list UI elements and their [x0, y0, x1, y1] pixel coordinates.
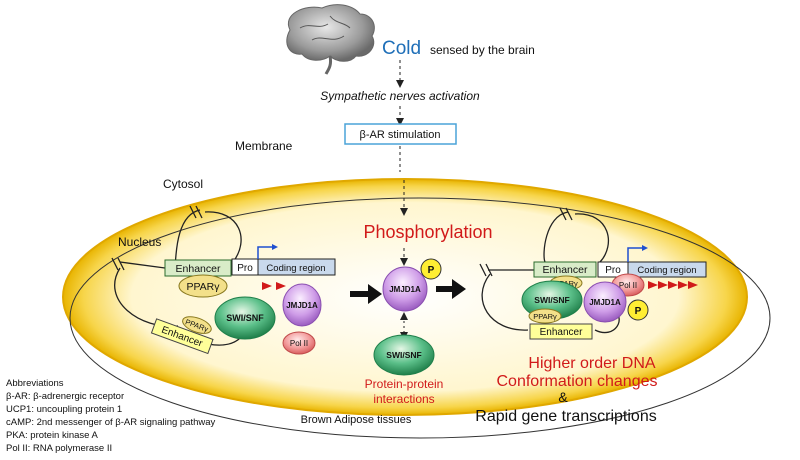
right-tss-arrow [627, 247, 644, 262]
nucleus-label: Nucleus [118, 235, 161, 249]
cold-caption: sensed by the brain [430, 43, 535, 57]
abbreviations-title: Abbreviations [6, 378, 64, 389]
right-jmjd1a-label: JMJD1A [589, 298, 621, 307]
right-enhancer-bottom [529, 323, 593, 340]
left-tss-arrow [257, 246, 274, 259]
outcome-line2: Conformation changes [497, 373, 658, 390]
abbreviation-item: β-AR: β-adrenergic receptor [6, 391, 124, 402]
right-swi-snf-label: SWI/SNF [534, 295, 569, 305]
big-arrow-left [350, 284, 382, 304]
right-coding-box [627, 261, 707, 278]
right-pol2-label: Pol II [619, 281, 637, 290]
sympathetic-label: Sympathetic nerves activation [320, 89, 480, 103]
center-swi-snf-label: SWI/SNF [386, 350, 421, 360]
big-arrow-right [436, 279, 466, 299]
center-jmjd1a-label: JMJD1A [389, 285, 421, 294]
cytosol-label: Cytosol [163, 177, 203, 191]
phosphorylation-label: Phosphorylation [363, 222, 492, 242]
outcome-line1: Higher order DNA [528, 355, 655, 372]
right-phospho-p-label: P [635, 306, 642, 317]
right-enhancer-top-label: Enhancer [543, 264, 588, 276]
cold-word: Cold [382, 38, 421, 59]
right-ppar-lower [528, 308, 562, 324]
left-coding-box [257, 258, 336, 276]
center-phospho-p [420, 258, 442, 280]
left-ppar-big [178, 274, 228, 298]
left-swi-snf [214, 296, 276, 340]
outcome-line3: Rapid gene transcriptions [475, 408, 656, 425]
right-enhancer-bottom-label: Enhancer [540, 327, 583, 338]
tissue-label: Brown Adipose tissues [301, 414, 412, 426]
left-pol2-label: Pol II [290, 339, 308, 348]
ppi-line2: interactions [373, 392, 434, 406]
abbreviation-item: PKA: protein kinase A [6, 430, 99, 441]
abbreviations-block: Abbreviations β-AR: β-adrenergic recepto… [6, 378, 216, 454]
right-pro-label: Pro [605, 265, 621, 276]
abbreviation-item: Pol II: RNA polymerase II [6, 443, 112, 454]
right-ppar-lower-label: PPARγ [533, 312, 557, 321]
brain-icon [286, 4, 375, 75]
right-red-triangles [648, 281, 698, 289]
ppi-line1: Protein-protein [365, 377, 444, 391]
left-ppar-small [182, 316, 212, 334]
bar-stimulation-box [344, 123, 457, 145]
center-jmjd1a [382, 266, 428, 312]
membrane-label: Membrane [235, 139, 293, 153]
left-ppar-big-label: PPARγ [186, 281, 220, 293]
center-phospho-p-label: P [428, 265, 435, 276]
left-pol2 [282, 331, 316, 355]
left-pro-label: Pro [237, 263, 253, 274]
left-enhancer-bottom [150, 318, 214, 355]
left-jmjd1a-label: JMJD1A [286, 301, 318, 310]
left-red-triangles [262, 282, 286, 290]
abbreviation-item: cAMP: 2nd messenger of β-AR signaling pa… [6, 417, 216, 428]
left-enhancer-top-label: Enhancer [176, 263, 221, 275]
abbreviation-item: UCP1: uncoupling protein 1 [6, 404, 122, 415]
left-coding-label: Coding region [266, 263, 325, 274]
left-tss-arrowhead [272, 244, 278, 250]
left-swi-snf-label: SWI/SNF [226, 313, 264, 323]
bar-stimulation-label: β-AR stimulation [360, 129, 441, 141]
nucleus-envelope [69, 197, 771, 439]
right-tss-arrowhead [642, 245, 648, 251]
center-swi-snf [373, 334, 435, 376]
right-phospho-p [627, 299, 649, 321]
outcome-amp: & [558, 389, 568, 405]
right-jmjd1a [583, 281, 627, 323]
right-coding-label: Coding region [637, 265, 696, 276]
left-jmjd1a [282, 283, 322, 327]
